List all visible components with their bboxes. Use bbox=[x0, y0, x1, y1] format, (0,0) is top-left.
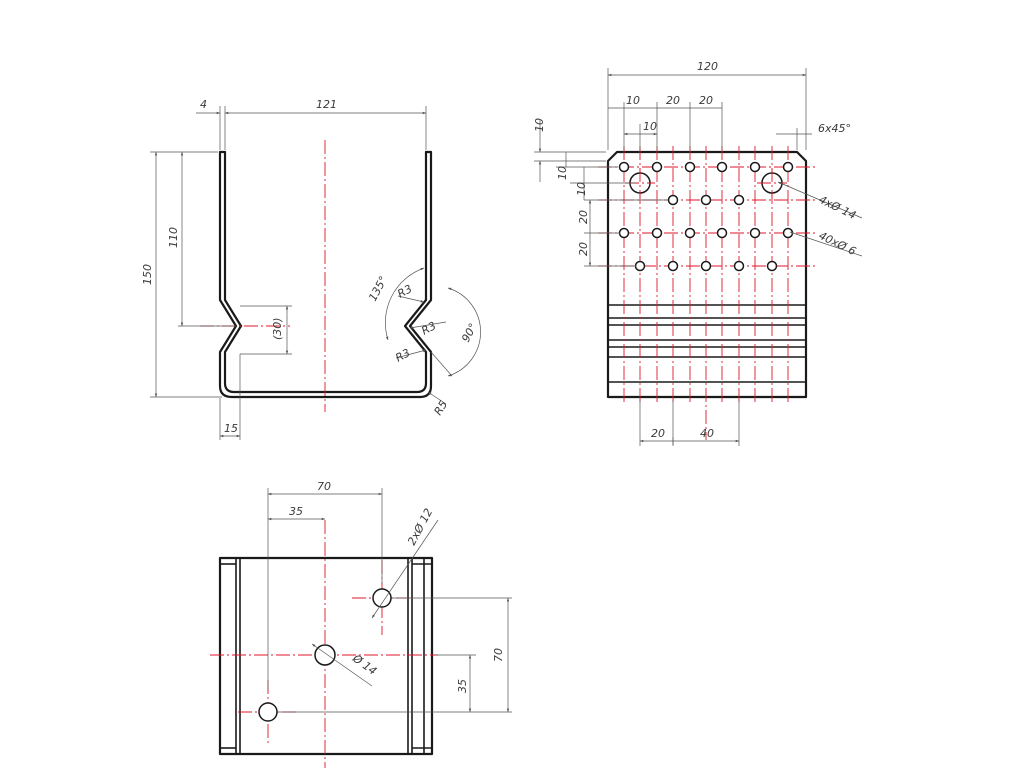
radius-bottom: R5 bbox=[432, 398, 451, 417]
dim-height-notch: 110 bbox=[167, 227, 180, 248]
perforation-hole bbox=[749, 161, 761, 173]
dim-width: 121 bbox=[316, 98, 337, 111]
perforation-hole bbox=[684, 161, 696, 173]
dim-x4: 10 bbox=[643, 120, 657, 133]
hole-12-lower bbox=[258, 702, 278, 722]
dim-y-top: 10 bbox=[533, 118, 546, 132]
perforation-hole bbox=[667, 260, 679, 272]
perforation-hole bbox=[667, 194, 679, 206]
side-view: 120 10 20 20 10 6x45° 10 10 10 20 bbox=[533, 60, 863, 446]
front-view: 4 121 150 110 (30) 135° 90° R3 R3 R3 R bbox=[141, 98, 481, 440]
dim-bottom-2: 40 bbox=[700, 427, 714, 440]
dim-plate-width: 120 bbox=[697, 60, 718, 73]
perforation-hole bbox=[749, 227, 761, 239]
base-plate-outline bbox=[218, 556, 434, 756]
hole-callout-small: 40xØ 6 bbox=[817, 229, 858, 258]
perforation-hole bbox=[700, 194, 712, 206]
perforation-hole bbox=[716, 161, 728, 173]
radius-middle: R3 bbox=[419, 319, 438, 337]
bottom-view: 70 35 2xØ 12 Ø 14 70 35 bbox=[210, 480, 512, 768]
dim-y3: 20 bbox=[577, 210, 590, 224]
dim-y4: 20 bbox=[577, 242, 590, 256]
perforation-hole bbox=[618, 161, 630, 173]
radius-lower: R3 bbox=[393, 346, 412, 364]
dim-70-right: 70 bbox=[492, 648, 505, 662]
dim-height-total: 150 bbox=[141, 264, 154, 285]
radius-upper: R3 bbox=[395, 282, 414, 300]
dim-x1: 10 bbox=[626, 94, 640, 107]
dim-y1: 10 bbox=[556, 166, 569, 180]
dim-notch: (30) bbox=[271, 317, 284, 340]
perforation-hole bbox=[651, 227, 663, 239]
dim-y2: 10 bbox=[575, 182, 588, 196]
dim-chamfer: 6x45° bbox=[818, 122, 851, 135]
perforation-hole bbox=[651, 161, 663, 173]
dim-70-top: 70 bbox=[317, 480, 331, 493]
bracket-outer-profile bbox=[218, 150, 433, 399]
perforation-hole bbox=[782, 161, 794, 173]
plate-outline bbox=[606, 150, 808, 399]
dim-bottom-1: 20 bbox=[651, 427, 665, 440]
perforation-hole bbox=[733, 260, 745, 272]
dim-angle-inner: 90° bbox=[459, 321, 480, 344]
perforation-hole bbox=[716, 227, 728, 239]
dim-flange: 15 bbox=[224, 422, 238, 435]
dim-thickness: 4 bbox=[200, 98, 207, 111]
perforation-hole bbox=[766, 260, 778, 272]
perforation-hole bbox=[733, 194, 745, 206]
dim-35-top: 35 bbox=[289, 505, 303, 518]
dim-x2: 20 bbox=[666, 94, 680, 107]
hole-callout-large: 4xØ 14 bbox=[817, 193, 858, 222]
bracket-inner-profile bbox=[223, 150, 428, 394]
dim-x3: 20 bbox=[699, 94, 713, 107]
perforation-hole bbox=[684, 227, 696, 239]
hole-12-upper bbox=[372, 588, 392, 608]
perforation-hole bbox=[618, 227, 630, 239]
hole-callout-12: 2xØ 12 bbox=[405, 506, 435, 547]
dim-angle-outer: 135° bbox=[366, 274, 390, 304]
perforation-hole bbox=[634, 260, 646, 272]
perforation-hole bbox=[782, 227, 794, 239]
perforation-hole bbox=[700, 260, 712, 272]
dim-35-right: 35 bbox=[456, 679, 469, 693]
